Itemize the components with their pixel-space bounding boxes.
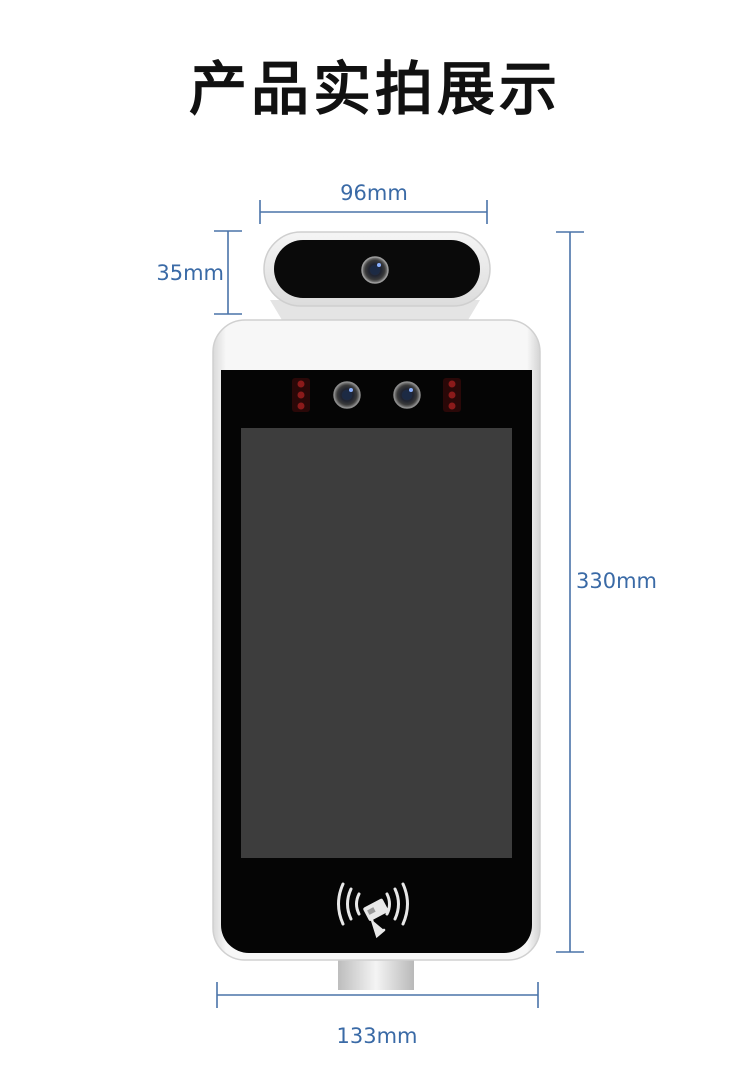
nfc-card-icon <box>337 882 409 939</box>
ir-led-icon <box>443 378 461 412</box>
camera-lens-icon <box>361 256 389 284</box>
page-title: 产品实拍展示 <box>188 55 561 123</box>
camera-height-label: 35mm <box>156 261 224 285</box>
camera-module <box>263 231 491 307</box>
dimension-camera-height <box>214 230 242 315</box>
device-height-label: 330mm <box>576 569 657 593</box>
camera-lens-icon <box>393 381 421 409</box>
display-screen <box>241 428 512 858</box>
camera-lens-icon <box>333 381 361 409</box>
ir-led-icon <box>292 378 310 412</box>
device-width-label: 133mm <box>336 1024 418 1048</box>
sensor-row <box>292 378 461 412</box>
dimension-lines <box>214 200 584 1008</box>
camera-width-label: 96mm <box>340 181 408 205</box>
dimension-device-width <box>216 982 539 1008</box>
dimension-camera-width <box>259 200 488 224</box>
dimension-device-height <box>556 231 584 953</box>
